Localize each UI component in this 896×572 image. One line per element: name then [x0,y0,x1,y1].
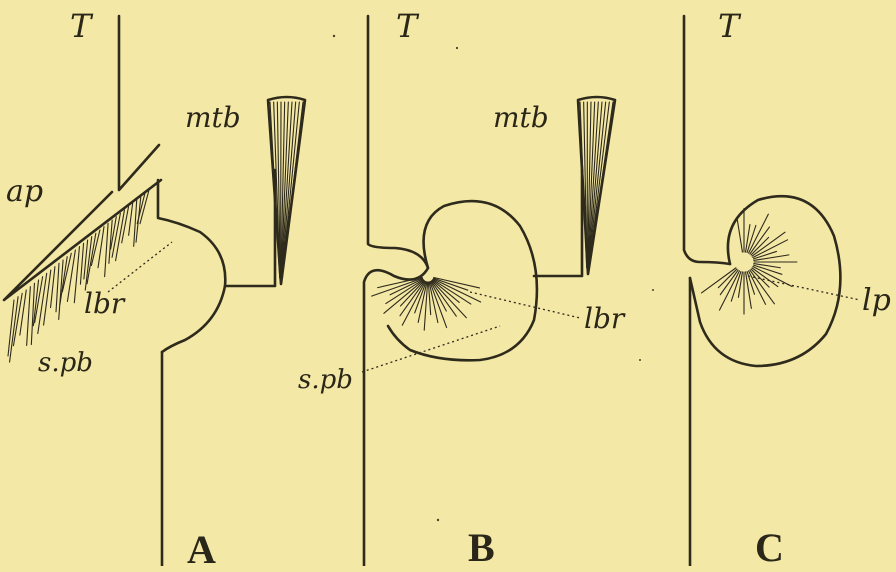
panel-b-label-mtb: mtb [493,104,549,132]
fringe-hair [38,273,47,333]
panel-b-spb-leader [362,326,500,372]
fan-ray [737,219,742,253]
fan-ray [754,264,780,268]
fringe-hair [67,250,75,301]
panel-b-tube [364,16,428,566]
panel-b-label-lbr: lbr [584,305,624,333]
fringe-hair [27,287,31,346]
panel-a-duct [225,170,275,286]
panel-b-caption: B [468,528,495,568]
panel-c-chamber [690,196,840,366]
panel-a-pouch [158,180,225,352]
fringe-hair [80,243,83,284]
panel-c-label-t: T [718,10,739,42]
panel-c-lp-leader [748,276,860,300]
panel-a-label-ap: ap [6,177,43,207]
panel-c-label-lp: lp [862,286,891,316]
panel-a-label-spb: s.pb [38,350,93,376]
fringe-hair [60,257,67,305]
panel-b-label-spb: s.pb [298,367,353,393]
panel-b-labrum-fan [372,277,481,330]
panel-a-label-t: T [70,10,91,42]
panel-b-lbr-leader [470,292,580,318]
fringe-hair [105,223,108,276]
panel-b-drawing [362,16,615,566]
panel-a-tube-upper [119,16,159,190]
panel-b-duct [534,170,582,276]
panel-c-drawing [684,16,860,566]
fan-ray [424,282,427,330]
fan-ray [731,272,741,302]
panel-a-label-lbr: lbr [84,290,124,318]
panel-a-caption: A [187,530,216,570]
fringe-hair [51,267,55,308]
fringe-hair [56,263,59,312]
fringe-hair [129,203,133,235]
fringe-hair [122,207,129,243]
panel-c-tube-upper [684,16,730,264]
fan-ray [754,265,782,274]
panel-c-caption: C [755,528,784,568]
fringe-hair [31,283,34,344]
panel-a-drawing [4,16,305,566]
cone-striation [282,102,303,278]
panel-b-label-t: T [396,10,417,42]
fringe-hair [20,290,26,335]
fringe-hair [44,270,51,325]
panel-a-label-mtb: mtb [185,104,241,132]
cone-striation [589,102,609,268]
fan-ray [430,282,447,328]
fan-ray [746,225,750,253]
